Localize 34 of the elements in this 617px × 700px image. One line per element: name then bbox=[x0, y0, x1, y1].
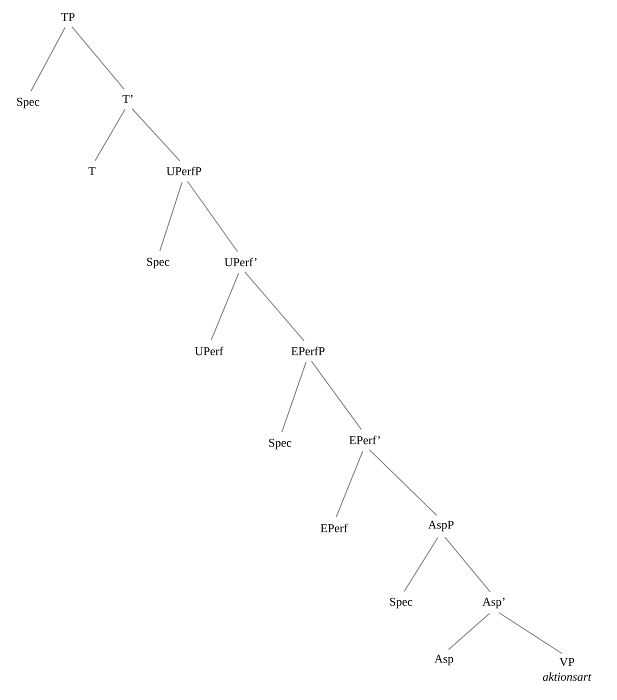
branch-line bbox=[336, 450, 364, 518]
tree-label: Spec bbox=[17, 98, 40, 108]
branch-line bbox=[71, 26, 125, 90]
tree-label: Spec bbox=[147, 258, 170, 268]
tree-label: EPerfP bbox=[291, 346, 325, 356]
tree-label: UPerf’ bbox=[224, 258, 256, 266]
branch-line bbox=[368, 449, 438, 516]
tree-label: TP bbox=[61, 13, 75, 21]
tree-label: UPerfP bbox=[166, 166, 202, 176]
tree-label: Asp’ bbox=[482, 598, 504, 608]
tree-label: T’ bbox=[122, 95, 132, 103]
tree-label: T bbox=[88, 167, 96, 175]
branch-line bbox=[281, 362, 307, 432]
branch-line bbox=[159, 182, 183, 252]
branch-line bbox=[498, 612, 562, 654]
branch-line bbox=[132, 108, 180, 162]
branch-line bbox=[448, 612, 490, 650]
tree-label: AspP bbox=[428, 520, 454, 532]
tree-label: Asp bbox=[434, 654, 454, 666]
branch-line bbox=[186, 180, 238, 252]
tree-label: EPerf’ bbox=[349, 436, 380, 444]
branch-line bbox=[311, 360, 362, 430]
tree-label: Spec bbox=[269, 438, 292, 450]
branch-line bbox=[404, 537, 438, 592]
branch-line bbox=[94, 108, 126, 162]
branch-line bbox=[30, 26, 66, 92]
tree-label: VP bbox=[559, 658, 574, 666]
tree-label: UPerf bbox=[194, 346, 224, 356]
branch-line bbox=[444, 536, 491, 592]
tree-label: EPerf bbox=[320, 524, 348, 532]
annotation: aktionsart bbox=[542, 672, 592, 681]
branch-line bbox=[210, 272, 240, 340]
branch-line bbox=[244, 272, 305, 342]
tree-label: Spec bbox=[390, 598, 412, 608]
